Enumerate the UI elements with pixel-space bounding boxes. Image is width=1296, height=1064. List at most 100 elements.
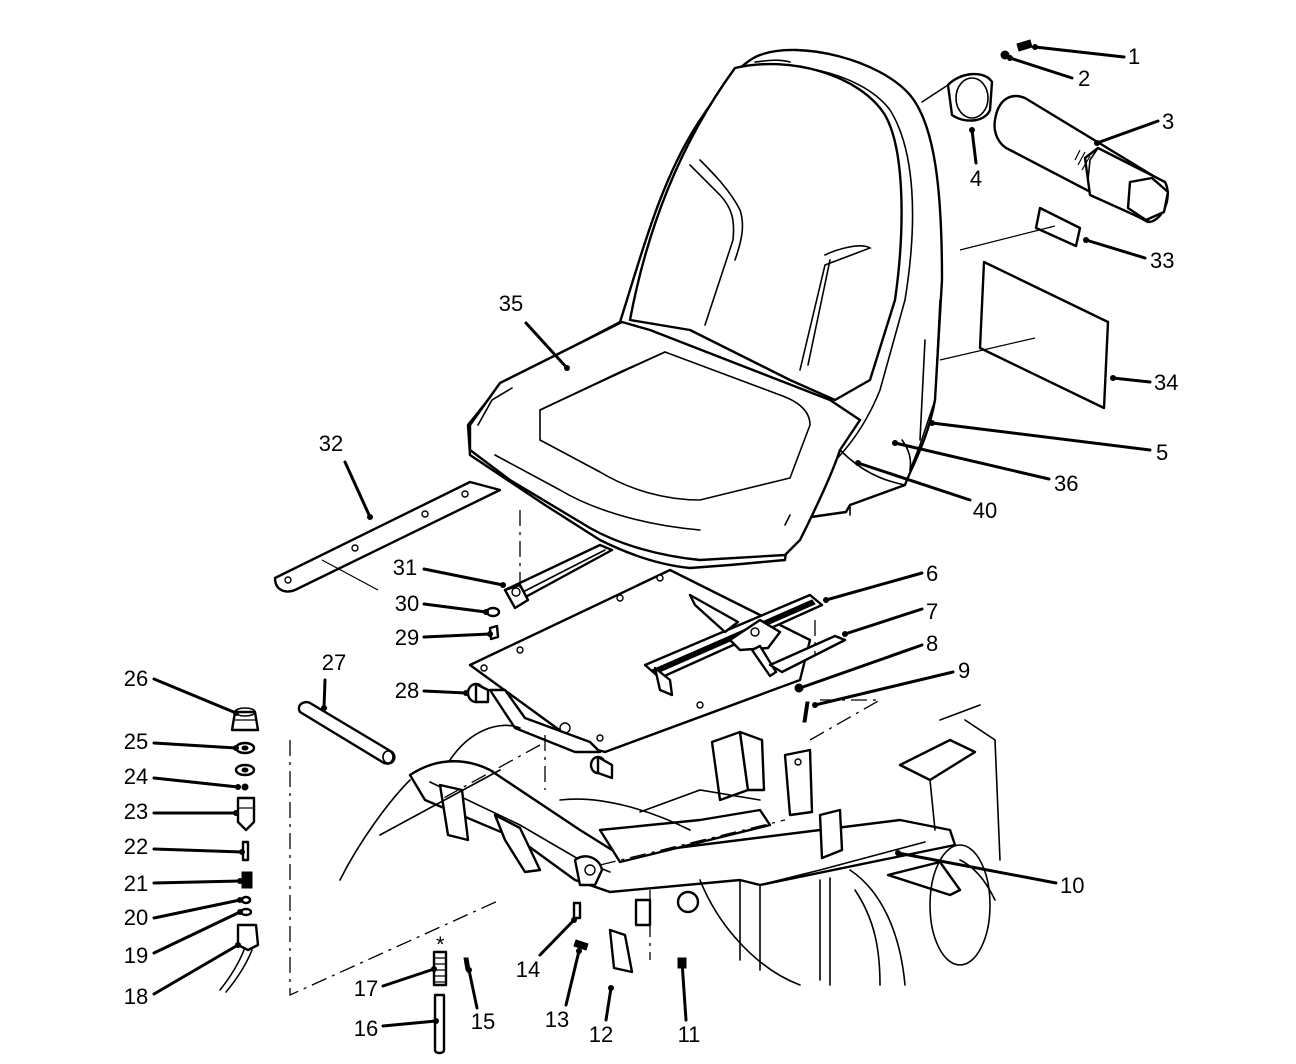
callout-dot — [466, 967, 472, 973]
asterisk-mark: * — [436, 932, 445, 957]
callout-dot — [235, 784, 241, 790]
callout-label: 2 — [1078, 66, 1090, 91]
decal-34 — [978, 260, 1110, 410]
callout-dot — [487, 631, 493, 637]
callout-leader — [843, 607, 924, 636]
callout-11: 11 — [678, 959, 700, 1047]
callout-leader — [856, 461, 972, 502]
callout-leader — [422, 689, 468, 695]
callout-22: 22 — [124, 834, 245, 859]
callout-label: 24 — [124, 764, 148, 789]
callout-leader — [152, 776, 240, 789]
callouts: 1234567891011121314151617181920212223242… — [124, 44, 1178, 1047]
callout-leader — [343, 460, 372, 519]
callout-label: 3 — [1162, 109, 1174, 134]
callout-leader — [970, 128, 978, 165]
callout-26: 26 — [124, 666, 239, 716]
callout-label: 20 — [124, 905, 148, 930]
callout-label: 13 — [545, 1007, 569, 1032]
callout-leader — [422, 602, 488, 614]
callout-leader — [1008, 56, 1074, 80]
callout-label: 22 — [124, 834, 148, 859]
callout-leader — [824, 571, 924, 602]
callout-label: 14 — [516, 957, 540, 982]
callout-leader — [322, 678, 327, 710]
bushing — [466, 682, 490, 704]
callout-dot — [1007, 55, 1013, 61]
callout-21: 21 — [124, 871, 243, 896]
callout-27: 27 — [321, 650, 346, 711]
callout-label: 36 — [1054, 471, 1078, 496]
frame — [339, 704, 1001, 986]
callout-25: 25 — [124, 729, 239, 754]
callout-label: 9 — [958, 658, 970, 683]
callout-33: 33 — [1083, 237, 1174, 273]
callout-7: 7 — [842, 599, 938, 637]
callout-2: 2 — [1007, 55, 1090, 91]
callout-34: 34 — [1110, 370, 1178, 395]
callout-label: 26 — [124, 666, 148, 691]
callout-label: 17 — [354, 976, 378, 1001]
callout-dot — [483, 609, 489, 615]
callout-label: 34 — [1154, 370, 1178, 395]
callout-leader — [381, 967, 436, 988]
callout-28: 28 — [395, 678, 469, 703]
callout-9: 9 — [812, 658, 970, 708]
callout-leader — [1033, 45, 1126, 59]
callout-dot — [237, 897, 243, 903]
callout-dot — [1110, 375, 1116, 381]
callout-30: 30 — [395, 591, 489, 616]
callout-17: 17 — [354, 966, 437, 1001]
callout-leader — [152, 677, 238, 715]
callout-1: 1 — [1032, 44, 1140, 69]
seat-plate — [468, 543, 847, 754]
callout-dot — [842, 631, 848, 637]
callout-32: 32 — [319, 431, 373, 520]
callout-label: 28 — [395, 678, 419, 703]
callout-dot — [855, 460, 861, 466]
callout-15: 15 — [466, 967, 495, 1034]
rod — [297, 700, 614, 780]
callout-20: 20 — [124, 897, 243, 930]
callout-label: 32 — [319, 431, 343, 456]
callout-label: 4 — [970, 166, 982, 191]
callout-23: 23 — [124, 799, 239, 824]
callout-dot — [233, 810, 239, 816]
callout-6: 6 — [823, 561, 938, 603]
callout-label: 30 — [395, 591, 419, 616]
callout-leader — [896, 851, 1058, 885]
callout-label: 31 — [393, 555, 417, 580]
callout-leader — [1111, 376, 1152, 384]
callout-label: 25 — [124, 729, 148, 754]
callout-dot — [1094, 140, 1100, 146]
callout-leader — [152, 910, 242, 955]
callout-leader — [930, 421, 1152, 452]
callout-dot — [1083, 237, 1089, 243]
callout-dot — [812, 702, 818, 708]
callout-leader — [604, 986, 613, 1022]
callout-label: 1 — [1128, 44, 1140, 69]
callout-label: 6 — [926, 561, 938, 586]
callout-leader — [152, 847, 244, 854]
callout-10: 10 — [895, 850, 1084, 898]
callout-dot — [463, 690, 469, 696]
callout-leader — [467, 968, 479, 1010]
callout-leader — [152, 879, 242, 885]
callout-dot — [576, 948, 582, 954]
callout-29: 29 — [395, 625, 493, 650]
callout-label: 15 — [471, 1009, 495, 1034]
callout-dot — [237, 878, 243, 884]
callout-leader — [422, 632, 492, 639]
callout-leader — [680, 960, 688, 1022]
callout-leader — [422, 567, 505, 587]
callout-4: 4 — [969, 127, 982, 191]
callout-label: 5 — [1156, 440, 1168, 465]
callout-dot — [564, 365, 570, 371]
callout-dot — [929, 420, 935, 426]
callout-leader — [152, 741, 238, 750]
callout-16: 16 — [354, 1016, 439, 1041]
callout-dot — [321, 705, 327, 711]
callout-dot — [235, 942, 241, 948]
callout-dot — [571, 917, 577, 923]
